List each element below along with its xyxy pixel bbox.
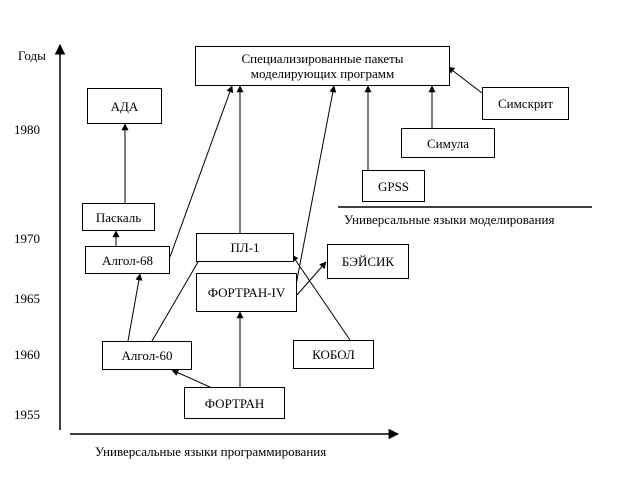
node-ada: АДА [87,88,162,124]
tick-1965: 1965 [14,291,40,306]
node-algol-68: Алгол-68 [85,246,170,274]
modeling-languages-caption: Универсальные языки моделирования [344,212,555,227]
programming-languages-caption: Универсальные языки программирования [95,444,327,459]
y-axis-label: Годы [18,48,46,63]
node-gpss: GPSS [362,170,425,202]
node-cobol: КОБОЛ [293,340,374,369]
node-simscript: Симскрит [482,87,569,120]
node-basic: БЭЙСИК [327,244,409,279]
node-fortran: ФОРТРАН [184,387,285,419]
node-algol-60: Алгол-60 [102,341,192,370]
node-fortran-iv: ФОРТРАН-IV [196,273,297,312]
node-specialized-line2: моделирующих программ [250,66,395,81]
tick-1980: 1980 [14,122,40,137]
tick-1960: 1960 [14,347,40,362]
node-specialized-packages: Специализированные пакеты моделирующих п… [195,46,450,86]
tick-1970: 1970 [14,231,40,246]
tick-1955: 1955 [14,407,40,422]
node-pl-1: ПЛ-1 [196,233,294,262]
node-simula: Симула [401,128,495,158]
node-specialized-line1: Специализированные пакеты [241,51,404,66]
node-pascal: Паскаль [82,203,155,231]
